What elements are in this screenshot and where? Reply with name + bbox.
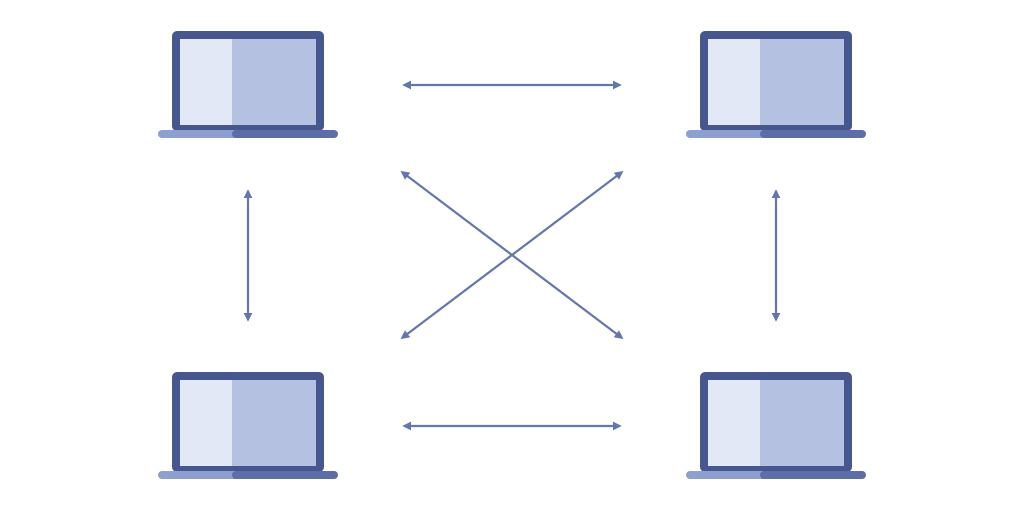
screen-left xyxy=(708,39,768,125)
laptop-bottom-left xyxy=(158,372,338,479)
screen-left xyxy=(180,380,240,466)
link-top-right-to-bottom-left xyxy=(400,170,624,340)
connection-links xyxy=(243,80,781,431)
screen-left xyxy=(180,39,240,125)
base-right xyxy=(232,130,338,138)
base-right xyxy=(760,130,866,138)
screen-left xyxy=(708,380,768,466)
laptop-nodes xyxy=(158,31,866,479)
screen-right xyxy=(760,39,844,125)
base-right xyxy=(760,471,866,479)
screen-right xyxy=(232,39,316,125)
laptop-bottom-right xyxy=(686,372,866,479)
base-right xyxy=(232,471,338,479)
screen-right xyxy=(760,380,844,466)
laptop-top-left xyxy=(158,31,338,138)
laptop-top-right xyxy=(686,31,866,138)
screen-right xyxy=(232,380,316,466)
